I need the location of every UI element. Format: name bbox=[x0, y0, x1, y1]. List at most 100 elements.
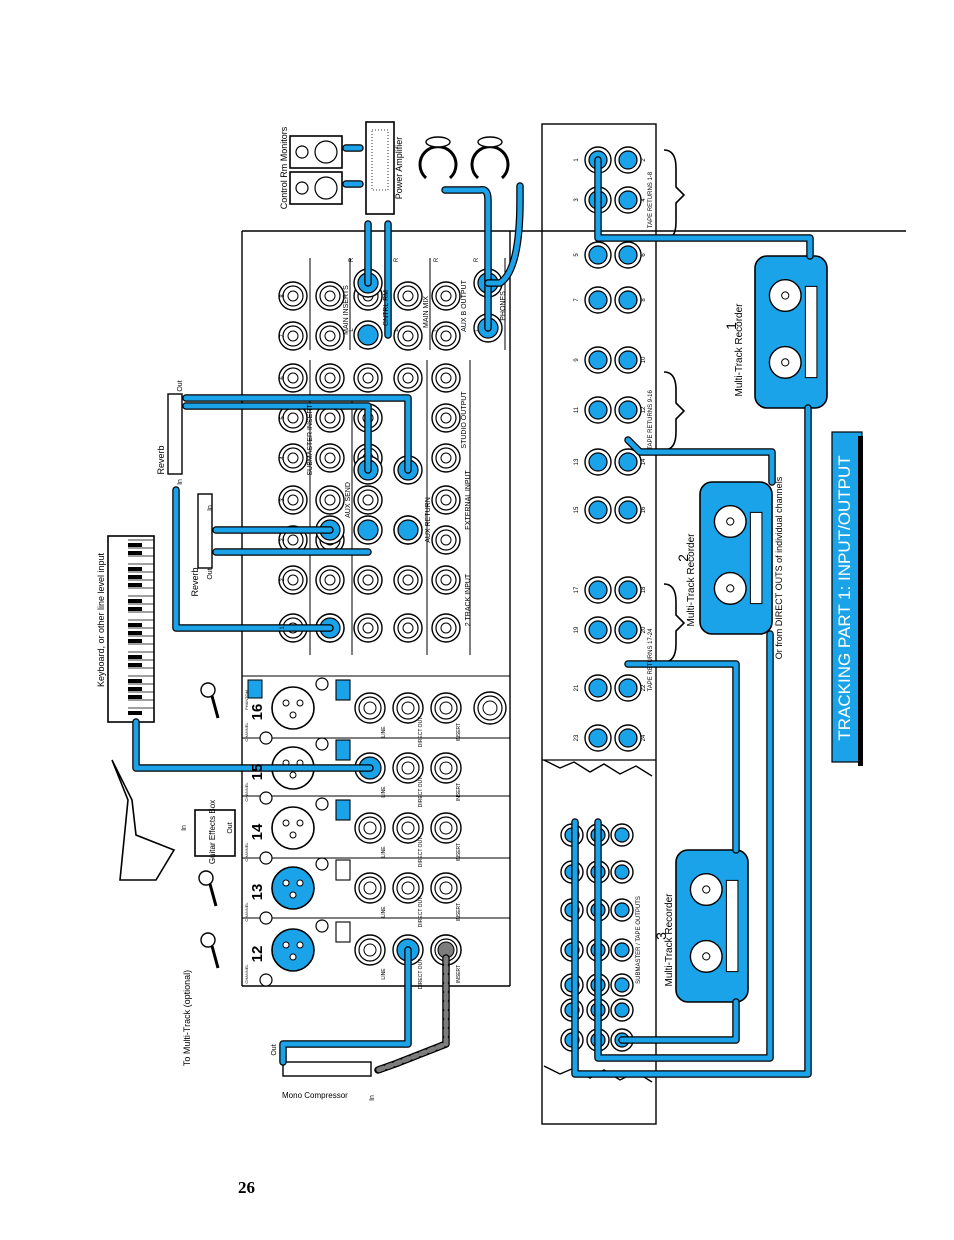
submaster-out-jack[interactable] bbox=[610, 973, 634, 997]
master-jack[interactable] bbox=[353, 565, 383, 595]
tape-return-6[interactable] bbox=[614, 241, 642, 269]
line-in-jack[interactable] bbox=[354, 812, 386, 844]
mic-line-switch[interactable] bbox=[335, 739, 351, 761]
tape-return-9[interactable] bbox=[584, 346, 612, 374]
direct-out-jack[interactable] bbox=[392, 872, 424, 904]
master-jack[interactable] bbox=[278, 443, 308, 473]
tape-return-2[interactable] bbox=[614, 146, 642, 174]
mic-line-switch[interactable] bbox=[335, 859, 351, 881]
spare-jack[interactable] bbox=[473, 691, 507, 725]
aux-return-jack[interactable] bbox=[353, 515, 383, 545]
jack-number: 10 bbox=[641, 356, 647, 363]
submaster-out-jack[interactable] bbox=[610, 938, 634, 962]
tape-return-20[interactable] bbox=[614, 616, 642, 644]
master-jack[interactable] bbox=[353, 613, 383, 643]
line-in-jack[interactable] bbox=[354, 692, 386, 724]
mic-line-switch[interactable] bbox=[335, 921, 351, 943]
mic-line-switch[interactable] bbox=[335, 799, 351, 821]
master-jack[interactable] bbox=[353, 485, 383, 515]
direct-out-jack[interactable] bbox=[392, 692, 424, 724]
xlr-input-ch16[interactable] bbox=[259, 677, 329, 745]
master-jack[interactable] bbox=[278, 565, 308, 595]
insert-jack[interactable] bbox=[430, 692, 462, 724]
master-jack[interactable] bbox=[315, 281, 345, 311]
submaster-out-jack[interactable] bbox=[610, 998, 634, 1022]
line-in-jack[interactable] bbox=[354, 934, 386, 966]
master-jack[interactable] bbox=[278, 321, 308, 351]
submaster-out-jack[interactable] bbox=[610, 860, 634, 884]
direct-label: DIRECT OUT bbox=[418, 897, 424, 927]
direct-out-jack[interactable] bbox=[392, 812, 424, 844]
tape-return-16[interactable] bbox=[614, 496, 642, 524]
tape-return-21[interactable] bbox=[584, 674, 612, 702]
xlr-input-ch12[interactable] bbox=[259, 919, 329, 987]
tape-return-17[interactable] bbox=[584, 576, 612, 604]
master-jack[interactable] bbox=[431, 525, 461, 555]
master-jack[interactable] bbox=[315, 403, 345, 433]
tape-return-8[interactable] bbox=[614, 286, 642, 314]
master-jack[interactable] bbox=[278, 281, 308, 311]
master-jack[interactable] bbox=[315, 485, 345, 515]
insert-jack[interactable] bbox=[430, 752, 462, 784]
master-jack[interactable] bbox=[393, 321, 423, 351]
direct-label: DIRECT OUT bbox=[418, 837, 424, 867]
master-jack[interactable] bbox=[315, 565, 345, 595]
master-jack[interactable] bbox=[393, 613, 423, 643]
tape-return-19[interactable] bbox=[584, 616, 612, 644]
tape-return-23[interactable] bbox=[584, 724, 612, 752]
tape-return-12[interactable] bbox=[614, 396, 642, 424]
io-label: Out bbox=[177, 380, 184, 391]
tape-return-18[interactable] bbox=[614, 576, 642, 604]
master-jack[interactable] bbox=[431, 485, 461, 515]
tape-return-14[interactable] bbox=[614, 448, 642, 476]
jack-inner bbox=[324, 452, 336, 464]
tape-return-11[interactable] bbox=[584, 396, 612, 424]
tape-return-10[interactable] bbox=[614, 346, 642, 374]
black-key bbox=[128, 551, 142, 555]
tape-return-4[interactable] bbox=[614, 186, 642, 214]
master-jack[interactable] bbox=[393, 363, 423, 393]
submaster-out-jack[interactable] bbox=[610, 898, 634, 922]
section-studio-output: STUDIO OUTPUT bbox=[461, 391, 468, 449]
mic-line-switch[interactable] bbox=[335, 679, 351, 701]
insert-jack[interactable] bbox=[430, 812, 462, 844]
submaster-out-jack[interactable] bbox=[610, 823, 634, 847]
master-jack[interactable] bbox=[278, 485, 308, 515]
master-jack[interactable] bbox=[431, 363, 461, 393]
master-jack[interactable] bbox=[353, 363, 383, 393]
tape-return-15[interactable] bbox=[584, 496, 612, 524]
tape-returns-1-8: TAPE RETURNS 1-8 bbox=[648, 171, 654, 228]
jack-socket bbox=[357, 519, 379, 541]
master-jack[interactable] bbox=[278, 403, 308, 433]
master-jack[interactable] bbox=[431, 281, 461, 311]
tape-return-22[interactable] bbox=[614, 674, 642, 702]
direct-out-jack[interactable] bbox=[392, 752, 424, 784]
jack-inner bbox=[401, 821, 415, 835]
connected-master-jack[interactable] bbox=[353, 320, 383, 350]
headphone-cup bbox=[477, 136, 503, 148]
master-jack[interactable] bbox=[431, 321, 461, 351]
line-in-jack[interactable] bbox=[354, 872, 386, 904]
master-jack[interactable] bbox=[393, 565, 423, 595]
master-jack[interactable] bbox=[431, 443, 461, 473]
aux-return-jack[interactable] bbox=[393, 515, 423, 545]
jack-inner bbox=[324, 574, 336, 586]
xlr-input-ch13[interactable] bbox=[259, 857, 329, 925]
master-jack[interactable] bbox=[278, 363, 308, 393]
tape-return-13[interactable] bbox=[584, 448, 612, 476]
master-jack[interactable] bbox=[315, 321, 345, 351]
master-jack[interactable] bbox=[431, 613, 461, 643]
master-jack[interactable] bbox=[393, 281, 423, 311]
xlr-input-ch14[interactable] bbox=[259, 797, 329, 865]
insert-jack[interactable] bbox=[430, 872, 462, 904]
keyboard-label: Keyboard, or other line level input bbox=[96, 552, 106, 687]
tape-return-5[interactable] bbox=[584, 241, 612, 269]
tape-return-7[interactable] bbox=[584, 286, 612, 314]
to-multitrack-label: To Multi-Track (optional) bbox=[182, 970, 192, 1066]
master-jack[interactable] bbox=[315, 443, 345, 473]
master-jack[interactable] bbox=[315, 363, 345, 393]
master-jack[interactable] bbox=[431, 565, 461, 595]
master-jack[interactable] bbox=[431, 403, 461, 433]
tape-return-24[interactable] bbox=[614, 724, 642, 752]
